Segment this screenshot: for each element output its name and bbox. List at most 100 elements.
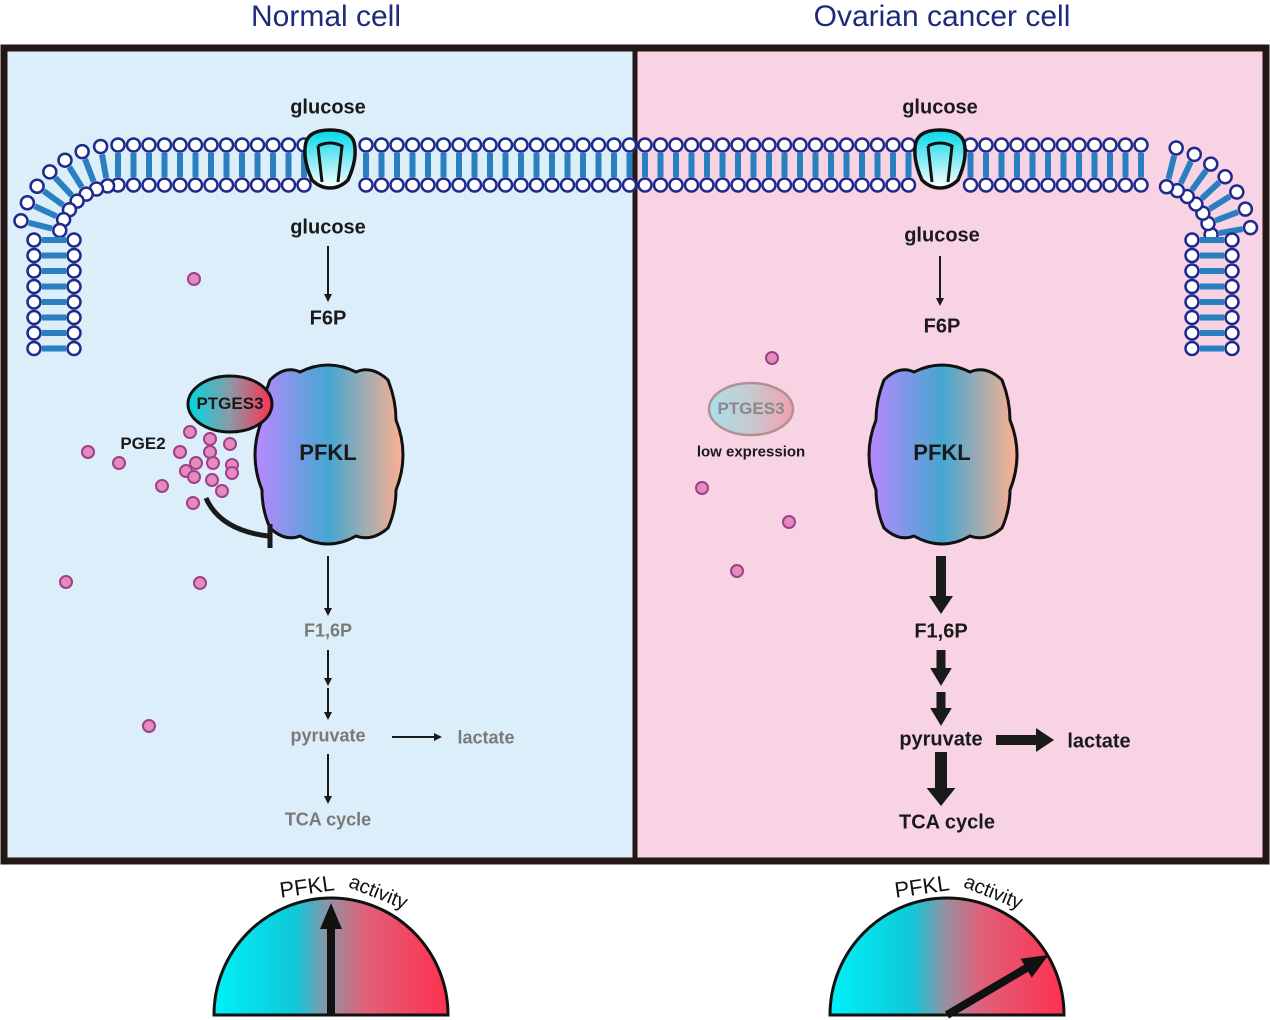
normal-pyruvate: pyruvate (290, 725, 366, 746)
lipid-head (513, 137, 529, 153)
lipid-head (838, 177, 855, 193)
lipid-head (1184, 325, 1200, 341)
pge2-molecule (193, 576, 207, 590)
lipid-head (854, 137, 870, 153)
lipid-head (1040, 177, 1056, 193)
lipid-tail (99, 153, 110, 179)
lipid-head (993, 177, 1010, 193)
lipid-head (19, 194, 36, 211)
lipid-head (156, 177, 173, 193)
gauge-normal (212, 896, 450, 1017)
pathway-arrow-thick (926, 752, 956, 806)
lipid-tail (1189, 168, 1209, 192)
lipid-head (187, 137, 204, 153)
lipid-head (26, 232, 42, 248)
lipid-head (838, 137, 855, 153)
cancer-ptges3-label: PTGES3 (717, 399, 785, 418)
lipid-tail (1178, 160, 1194, 185)
lipid-head (1071, 177, 1087, 193)
lipid-head (1117, 137, 1134, 153)
lipid-head (652, 177, 669, 193)
lipid-head (1237, 201, 1254, 217)
lipid-head (730, 137, 746, 153)
lipid-head (699, 177, 715, 193)
lipid-head (172, 177, 188, 193)
cancer-cell-title: Ovarian cancer cell (813, 0, 1071, 33)
lipid-head (141, 177, 157, 193)
lipid-head (1184, 294, 1200, 310)
lipid-head (420, 177, 436, 193)
cancer-f6p: F6P (923, 315, 961, 338)
normal-glucose-inside: glucose (290, 216, 366, 239)
lipid-head (528, 177, 545, 193)
lipid-head (203, 177, 219, 193)
lipid-head (621, 177, 638, 193)
lipid-head (993, 137, 1010, 153)
pge2-molecule (81, 445, 95, 459)
lipid-head (482, 137, 498, 153)
lipid-head (637, 137, 653, 153)
lipid-head (26, 278, 42, 295)
lipid-head (544, 177, 560, 193)
lipid-head (590, 177, 607, 193)
lipid-head (869, 177, 886, 193)
pge2-molecule (59, 575, 73, 589)
pge2-molecule (189, 456, 203, 470)
gauge-needle (320, 903, 342, 1015)
pge2-molecule (155, 479, 169, 493)
normal-pfkl-label: PFKL (299, 440, 357, 465)
lipid-head (1055, 137, 1072, 153)
lipid-head (26, 325, 42, 341)
lipid-head (1186, 146, 1203, 163)
lipid-head (66, 263, 82, 279)
lipid-head (590, 137, 607, 153)
lipid-head (900, 137, 917, 153)
lipid-head (172, 137, 188, 153)
lipid-head (1117, 177, 1134, 193)
lipid-head (435, 137, 452, 153)
lipid-head (1184, 232, 1200, 248)
lipid-head (621, 137, 638, 153)
pge2-molecule (186, 496, 200, 510)
lipid-head (187, 177, 204, 193)
lipid-head (1224, 232, 1240, 248)
lipid-head (606, 177, 622, 193)
lipid-head (1224, 340, 1240, 357)
pge2-molecule (695, 481, 709, 495)
glucose-transporter-cancer (913, 128, 967, 190)
lipid-head (885, 137, 901, 153)
cell-membrane (13, 137, 1259, 357)
lipid-head (606, 137, 622, 153)
lipid-head (575, 177, 591, 193)
lipid-head (1024, 177, 1041, 193)
lipid-head (668, 177, 684, 193)
lipid-head (125, 137, 142, 153)
lipid-head (1224, 325, 1240, 341)
lipid-head (125, 177, 142, 193)
cancer-lactate: lactate (1067, 730, 1131, 753)
pge2-molecule (782, 515, 796, 529)
lipid-head (978, 177, 994, 193)
lipid-head (358, 177, 374, 193)
lipid-head (1184, 340, 1200, 357)
lipid-head (66, 247, 82, 264)
lipid-head (575, 137, 591, 153)
pge2-molecule (223, 437, 237, 451)
ptges3-cancer-low (707, 381, 795, 437)
pathway-arrow-thick (996, 728, 1054, 752)
pge2-molecule (765, 351, 779, 365)
lipid-tail (33, 203, 58, 219)
lipid-head (745, 177, 762, 193)
lipid-tail (41, 188, 65, 208)
pathway-arrow-thick (930, 650, 952, 686)
pathway-arrows (324, 246, 1054, 806)
lipid-head (13, 213, 29, 229)
lipid-head (745, 137, 762, 153)
lipid-head (792, 177, 808, 193)
inhibition-arc (203, 496, 269, 539)
lipid-tail (1214, 209, 1239, 224)
lipid-head (683, 177, 700, 193)
lipid-head (962, 177, 979, 193)
lipid-head (389, 137, 405, 153)
lipid-head (652, 137, 669, 153)
